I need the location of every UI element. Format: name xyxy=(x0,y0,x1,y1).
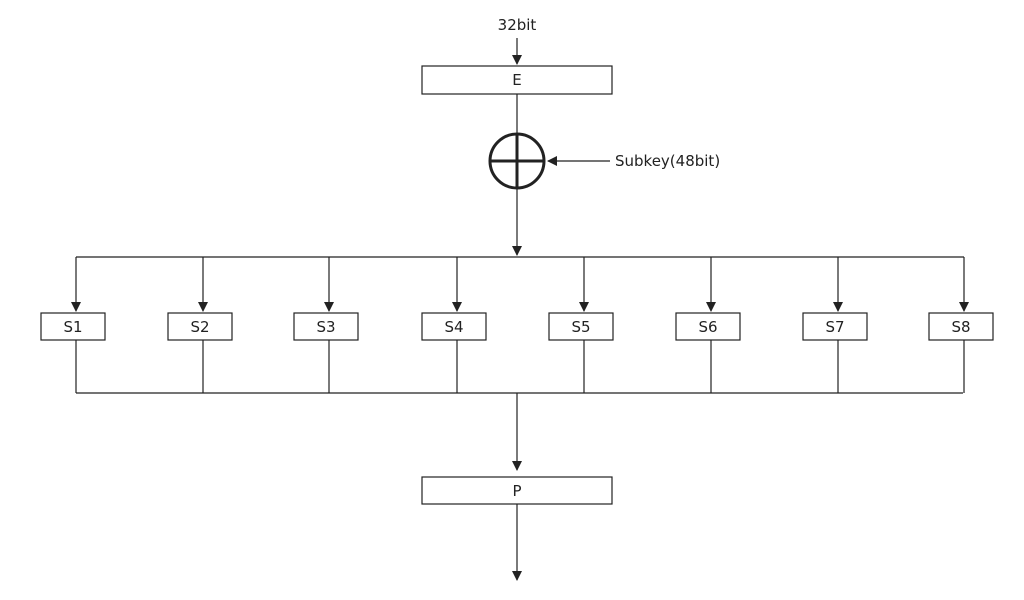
sbox-label: S1 xyxy=(63,318,82,336)
sbox-rect xyxy=(548,312,614,341)
sbox-label: S7 xyxy=(825,318,844,336)
sbox-rect xyxy=(802,312,868,341)
xor-icon xyxy=(488,132,546,190)
sbox-rect xyxy=(928,312,994,341)
sbox-2: S2 xyxy=(167,257,233,393)
sbox-5: S5 xyxy=(548,257,614,393)
sbox-label: S6 xyxy=(698,318,717,336)
input-label: 32bit xyxy=(498,16,537,34)
sbox-label: S8 xyxy=(951,318,970,336)
sbox-label: S2 xyxy=(190,318,209,336)
sbox-rect xyxy=(421,312,487,341)
sbox-7: S7 xyxy=(802,257,868,393)
sbox-4: S4 xyxy=(421,257,487,393)
sbox-3: S3 xyxy=(293,257,359,393)
sbox-rect xyxy=(167,312,233,341)
sbox-1: S1 xyxy=(40,257,106,393)
sbox-rect xyxy=(293,312,359,341)
sbox-8: S8 xyxy=(928,257,994,393)
sbox-6: S6 xyxy=(675,257,741,393)
sbox-rect xyxy=(40,312,106,341)
expansion-box: E xyxy=(421,65,613,95)
expansion-label: E xyxy=(512,71,521,89)
sbox-row: S1 S2 S3 S4 S5 S6 S7 S8 xyxy=(40,257,994,393)
permutation-box: P xyxy=(421,476,613,505)
sbox-label: S5 xyxy=(571,318,590,336)
sbox-rect xyxy=(675,312,741,341)
subkey-label: Subkey(48bit) xyxy=(615,152,720,170)
sbox-label: S4 xyxy=(444,318,463,336)
permutation-label: P xyxy=(512,482,521,500)
sbox-label: S3 xyxy=(316,318,335,336)
